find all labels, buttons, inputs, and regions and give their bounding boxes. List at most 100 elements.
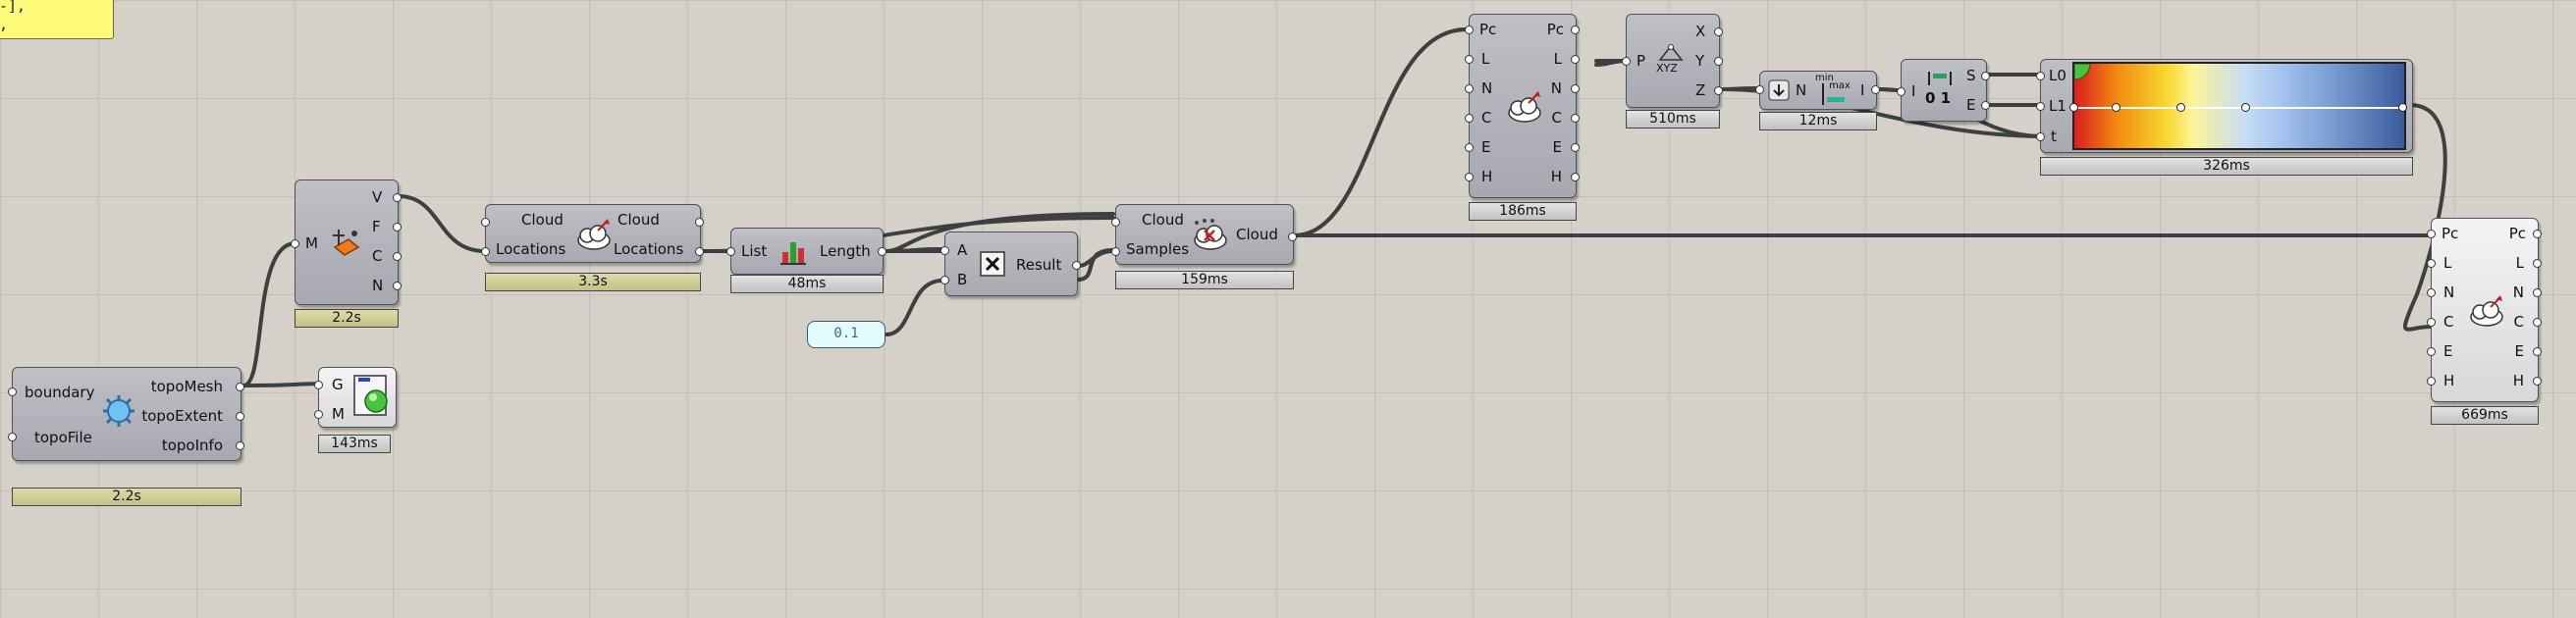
output-grip[interactable] xyxy=(2533,347,2542,356)
gradient-handle[interactable] xyxy=(2176,103,2185,112)
gradient-component[interactable]: L0 L1 t xyxy=(2036,59,2413,153)
input-grip[interactable] xyxy=(1111,218,1120,227)
output-label-x: X xyxy=(1695,23,1706,40)
input-label-e: E xyxy=(2443,342,2453,360)
output-grip[interactable] xyxy=(393,252,402,261)
output-grip[interactable] xyxy=(2533,259,2542,268)
output-grip[interactable] xyxy=(2533,230,2542,238)
input-grip[interactable] xyxy=(1465,143,1474,152)
input-grip[interactable] xyxy=(291,239,299,248)
bounds-component[interactable]: N I min max xyxy=(1755,71,1880,110)
input-grip[interactable] xyxy=(2036,72,2045,80)
gradient-bar[interactable] xyxy=(2069,62,2407,150)
list-length-component[interactable]: List Length xyxy=(726,228,886,275)
output-grip[interactable] xyxy=(1571,173,1580,181)
input-grip[interactable] xyxy=(8,433,17,441)
output-grip[interactable] xyxy=(1714,86,1723,95)
output-grip[interactable] xyxy=(2533,318,2542,327)
text-panel[interactable]: -], , xyxy=(0,0,114,39)
input-grip[interactable] xyxy=(940,276,949,284)
deconstruct-mesh-component[interactable]: M V F C N xyxy=(291,180,402,305)
output-label-h: H xyxy=(2512,372,2524,389)
input-grip[interactable] xyxy=(1897,87,1905,96)
cloud-locations-component[interactable]: Cloud Locations Cloud Locations xyxy=(481,204,704,263)
input-label-cloud: Cloud xyxy=(1142,211,1184,229)
input-label-e: E xyxy=(1481,138,1491,156)
input-label-list: List xyxy=(741,242,768,260)
bounds-max-label: max xyxy=(1829,80,1851,91)
output-grip[interactable] xyxy=(695,247,704,256)
input-grip[interactable] xyxy=(2427,318,2436,327)
output-grip[interactable] xyxy=(1072,261,1081,270)
input-grip[interactable] xyxy=(726,247,735,256)
output-grip[interactable] xyxy=(1714,57,1723,66)
output-grip[interactable] xyxy=(236,441,244,450)
timer-badge: 186ms xyxy=(1469,202,1577,221)
cloud-samples-component[interactable]: Cloud Samples Cloud xyxy=(1111,204,1297,265)
input-grip[interactable] xyxy=(1465,26,1474,34)
output-grip[interactable] xyxy=(1714,27,1723,36)
number-slider[interactable]: 0.1 xyxy=(807,321,886,348)
input-grip[interactable] xyxy=(314,410,323,419)
output-grip[interactable] xyxy=(2533,288,2542,297)
input-grip[interactable] xyxy=(2427,347,2436,356)
input-grip[interactable] xyxy=(1465,114,1474,123)
input-label-m: M xyxy=(332,405,345,423)
output-grip[interactable] xyxy=(1981,101,1990,110)
input-grip[interactable] xyxy=(940,246,949,255)
input-grip[interactable] xyxy=(314,381,323,389)
timer-badge: 3.3s xyxy=(485,273,701,291)
gradient-handle[interactable] xyxy=(2398,103,2407,112)
output-grip[interactable] xyxy=(1981,72,1990,80)
gradient-handle[interactable] xyxy=(2241,103,2250,112)
input-label-n: N xyxy=(1481,79,1493,97)
input-grip[interactable] xyxy=(1465,84,1474,93)
input-grip[interactable] xyxy=(2036,102,2045,111)
input-grip[interactable] xyxy=(1755,85,1764,94)
output-grip[interactable] xyxy=(236,383,244,391)
input-grip[interactable] xyxy=(481,218,490,227)
deconstruct-domain-component[interactable]: I S E 0 1 xyxy=(1897,59,1990,122)
deconstruct-point-component[interactable]: P X Y Z XYZ xyxy=(1622,14,1723,108)
multiply-component[interactable]: A B Result xyxy=(940,232,1081,296)
output-grip[interactable] xyxy=(393,282,402,290)
gradient-handle[interactable] xyxy=(2112,103,2120,112)
gradient-handle[interactable] xyxy=(2069,103,2078,112)
input-grip[interactable] xyxy=(1622,57,1631,66)
input-grip[interactable] xyxy=(1465,55,1474,64)
output-grip[interactable] xyxy=(393,193,402,202)
timer-badge: 12ms xyxy=(1759,112,1877,130)
timer-badge: 326ms xyxy=(2040,157,2413,176)
output-grip[interactable] xyxy=(1571,143,1580,152)
output-grip[interactable] xyxy=(2533,377,2542,386)
output-grip[interactable] xyxy=(393,223,402,232)
output-grip[interactable] xyxy=(1571,26,1580,34)
input-grip[interactable] xyxy=(2427,288,2436,297)
output-grip[interactable] xyxy=(695,218,704,227)
output-grip[interactable] xyxy=(1571,55,1580,64)
input-grip[interactable] xyxy=(1111,247,1120,256)
input-label-n: N xyxy=(2443,283,2455,301)
input-label-c: C xyxy=(1481,109,1492,127)
cloud-properties-component[interactable]: Pc L N C E H Pc L N C E H xyxy=(1465,14,1580,198)
output-grip[interactable] xyxy=(878,247,886,256)
topo-mesh-component[interactable]: boundary topoFile topoMesh topoExtent to… xyxy=(8,367,244,461)
input-grip[interactable] xyxy=(2427,230,2436,238)
input-grip[interactable] xyxy=(1465,173,1474,181)
cloud-properties-component[interactable]: Pc L N C E H Pc L N C E H xyxy=(2427,218,2542,402)
mesh-preview-component[interactable]: G M xyxy=(314,367,397,428)
output-grip[interactable] xyxy=(1288,232,1297,241)
input-grip[interactable] xyxy=(2036,132,2045,141)
output-label-n: N xyxy=(372,277,384,294)
output-grip[interactable] xyxy=(1571,114,1580,123)
input-grip[interactable] xyxy=(481,247,490,256)
output-label-c: C xyxy=(2513,313,2524,331)
input-grip[interactable] xyxy=(2427,377,2436,386)
output-grip[interactable] xyxy=(1571,84,1580,93)
input-grip[interactable] xyxy=(8,387,17,396)
output-grip[interactable] xyxy=(236,412,244,421)
output-grip[interactable] xyxy=(1871,85,1880,94)
output-label-i: I xyxy=(1860,81,1865,99)
wire xyxy=(397,194,487,253)
input-grip[interactable] xyxy=(2427,259,2436,268)
